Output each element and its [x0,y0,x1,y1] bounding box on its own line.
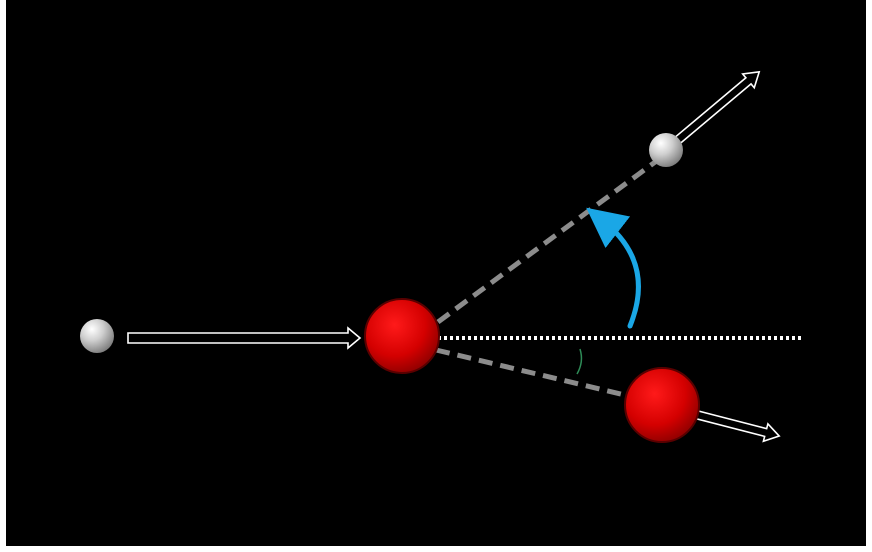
recoil-trajectory-line [436,350,646,400]
target-particle [365,299,439,373]
recoil-particle [625,368,699,442]
scattering-diagram [6,0,866,546]
incident-particle [80,319,114,353]
scattered-velocity-arrow [672,65,765,147]
scattered-particle [649,133,683,167]
diagram-canvas [6,0,866,546]
recoil-angle-arc [577,349,581,374]
recoil-velocity-arrow [692,405,782,444]
scattered-trajectory-line [438,154,666,322]
scattering-angle-arrow [602,220,638,326]
incident-velocity-arrow [128,328,360,348]
